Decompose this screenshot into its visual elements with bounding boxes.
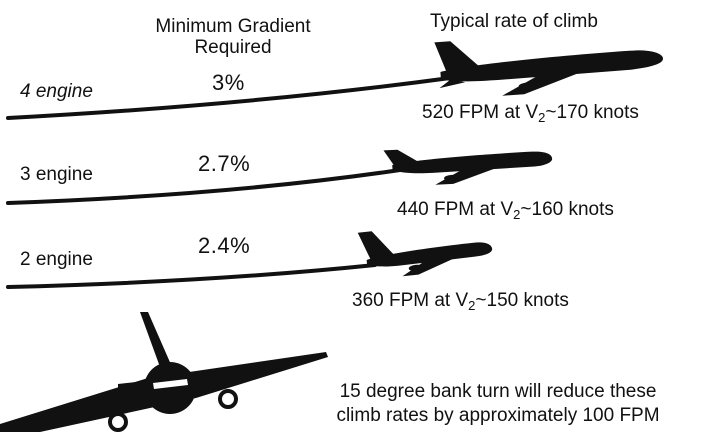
rate-suffix: ~150 knots bbox=[475, 290, 569, 311]
gradient-value-2: 2.4% bbox=[198, 233, 251, 258]
engine-label-4: 4 engine bbox=[20, 81, 93, 102]
rate-subscript: 2 bbox=[468, 298, 476, 313]
bank-note-line1: 15 degree bank turn will reduce these bbox=[339, 381, 657, 402]
climb-path-3-engine bbox=[6, 168, 402, 205]
bank-turn-note: 15 degree bank turn will reduce these cl… bbox=[298, 380, 698, 428]
climb-rate-4: 520 FPM at V2~170 knots bbox=[422, 102, 639, 125]
gradient-header-line2: Required bbox=[194, 37, 272, 58]
bank-note-line2: climb rates by approximately 100 FPM bbox=[336, 405, 660, 426]
rate-subscript: 2 bbox=[538, 110, 546, 125]
gradient-column-header: Minimum Gradient Required bbox=[138, 17, 328, 57]
rate-subscript: 2 bbox=[513, 207, 521, 222]
rate-suffix: ~160 knots bbox=[520, 199, 614, 220]
rate-suffix: ~170 knots bbox=[545, 102, 639, 123]
rate-prefix: 360 FPM at V bbox=[352, 290, 469, 311]
rate-prefix: 520 FPM at V bbox=[422, 102, 539, 123]
climb-rate-header: Typical rate of climb bbox=[430, 11, 598, 32]
banking-jet-front-icon bbox=[0, 312, 328, 432]
four-engine-jet-icon bbox=[434, 41, 664, 96]
three-engine-jet-icon bbox=[383, 149, 553, 185]
gradient-header-line1: Minimum Gradient bbox=[155, 16, 311, 37]
engine-label-2: 2 engine bbox=[20, 249, 93, 270]
climb-rate-3: 440 FPM at V2~160 knots bbox=[397, 199, 614, 222]
twin-engine-jet-icon bbox=[357, 231, 493, 277]
engine-label-3: 3 engine bbox=[20, 164, 93, 185]
climb-path-2-engine bbox=[6, 263, 377, 289]
climb-rate-2: 360 FPM at V2~150 knots bbox=[352, 290, 569, 313]
climb-path-4-engine bbox=[6, 76, 452, 120]
rate-prefix: 440 FPM at V bbox=[397, 199, 514, 220]
gradient-value-3: 2.7% bbox=[198, 151, 251, 176]
gradient-value-4: 3% bbox=[212, 70, 245, 95]
